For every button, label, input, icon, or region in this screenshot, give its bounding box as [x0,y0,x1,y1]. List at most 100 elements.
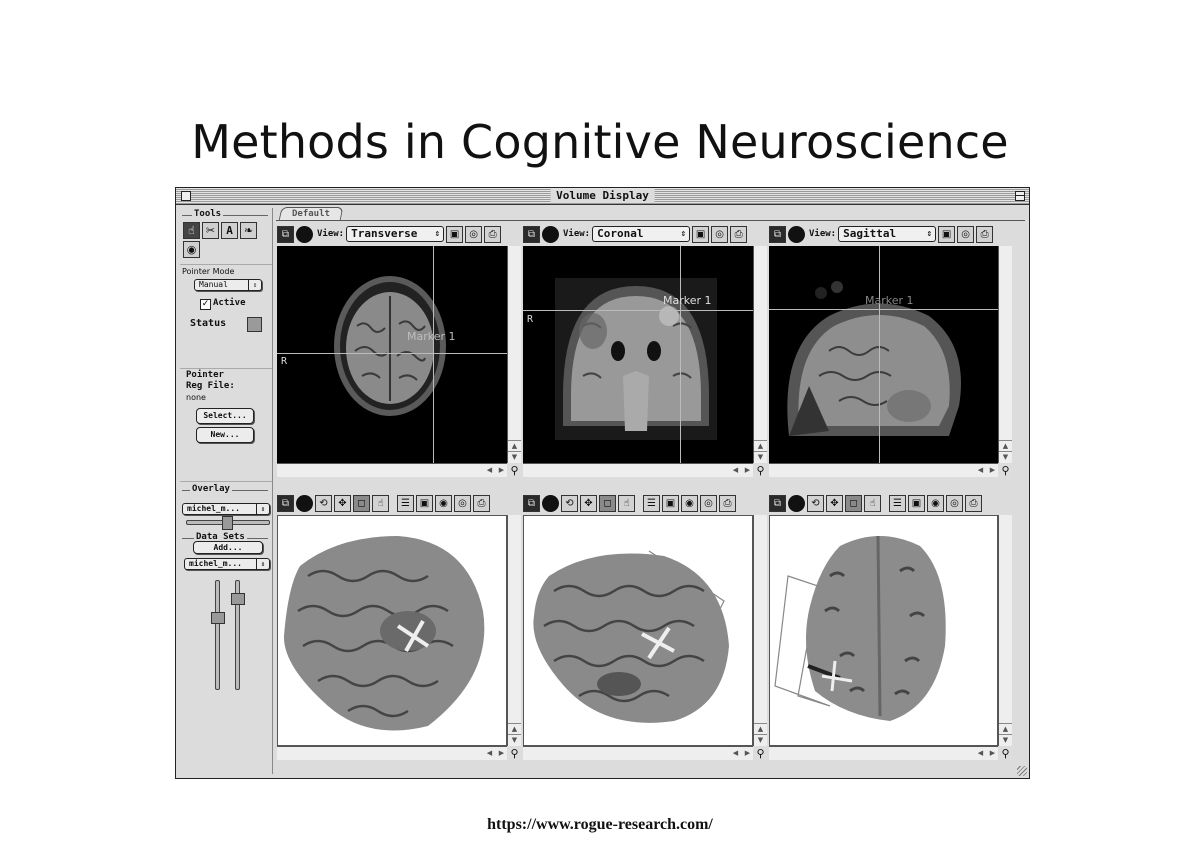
layers-camera-icon[interactable]: ⧉ [277,494,294,512]
scroll-right-arrow[interactable]: ▶ [498,466,505,474]
view-select[interactable]: Coronal⇕ [592,226,691,242]
scroll-right-arrow[interactable]: ▶ [498,749,505,757]
scroll-up-arrow[interactable]: ▲ [508,723,521,735]
magnifier-icon[interactable]: ⚲ [999,747,1012,760]
layers-camera-icon[interactable]: ⧉ [769,494,786,512]
scroll-right-arrow[interactable]: ▶ [989,749,996,757]
horizontal-scrollbar[interactable]: ◀▶ [277,463,507,477]
print-icon[interactable]: ⎙ [730,225,748,243]
vertical-scrollbar[interactable]: ▲▼ [507,515,521,746]
layers-camera-icon[interactable]: ⧉ [277,225,294,243]
scroll-left-arrow[interactable]: ◀ [486,749,493,757]
pointer-hand-tool-button[interactable]: ☝ [183,222,200,239]
resize-grip[interactable] [1017,766,1027,776]
horizontal-scrollbar[interactable]: ◀▶ [769,463,998,477]
select-button[interactable]: Select... [196,408,254,424]
view-select[interactable]: Sagittal⇕ [838,226,937,242]
color-circle-icon[interactable] [296,494,313,512]
save-disk-icon[interactable]: ▣ [662,494,679,512]
save-disk-icon[interactable]: ▣ [446,225,464,243]
print-icon[interactable]: ⎙ [473,494,490,512]
scroll-right-arrow[interactable]: ▶ [744,749,751,757]
scroll-down-arrow[interactable]: ▼ [508,734,521,746]
snapshot-icon[interactable]: ◎ [957,225,975,243]
horizontal-scrollbar[interactable]: ◀▶ [523,463,753,477]
rotate-icon[interactable]: ⟲ [315,494,332,512]
vertical-scrollbar[interactable]: ▲▼ [507,246,521,463]
color-circle-icon[interactable] [542,225,559,243]
vertical-scrollbar[interactable]: ▲▼ [753,246,767,463]
window-titlebar[interactable]: Volume Display [176,188,1029,205]
snapshot-icon[interactable]: ◎ [454,494,471,512]
list-icon[interactable]: ☰ [397,494,414,512]
color-circle-icon[interactable] [296,225,313,243]
scroll-down-arrow[interactable]: ▼ [508,451,521,463]
snapshot-icon[interactable]: ◎ [711,225,729,243]
add-data-set-button[interactable]: Add... [193,541,263,554]
layers-camera-icon[interactable]: ⧉ [769,225,786,243]
eye-icon[interactable]: ◉ [435,494,452,512]
data-set-slider-2-thumb[interactable] [231,593,245,605]
scroll-down-arrow[interactable]: ▼ [999,734,1012,746]
save-disk-icon[interactable]: ▣ [938,225,956,243]
head-target-tool-button[interactable]: ◉ [183,241,200,258]
magnifier-icon[interactable]: ⚲ [754,747,767,760]
scroll-up-arrow[interactable]: ▲ [754,440,767,452]
scroll-left-arrow[interactable]: ◀ [977,466,984,474]
color-circle-icon[interactable] [542,494,559,512]
print-icon[interactable]: ⎙ [976,225,994,243]
hand-pan-icon[interactable]: ☝ [372,494,389,512]
scroll-up-arrow[interactable]: ▲ [508,440,521,452]
vertical-scrollbar[interactable]: ▲▼ [998,515,1012,746]
brain-3d-canvas[interactable] [277,515,507,746]
scroll-up-arrow[interactable]: ▲ [999,723,1012,735]
move-arrows-icon[interactable]: ✥ [826,494,843,512]
color-circle-icon[interactable] [788,494,805,512]
magnifier-icon[interactable]: ⚲ [999,464,1012,477]
scroll-down-arrow[interactable]: ▼ [754,734,767,746]
close-box-icon[interactable] [181,191,191,201]
data-set-slider-1-thumb[interactable] [211,612,225,624]
snapshot-icon[interactable]: ◎ [946,494,963,512]
print-icon[interactable]: ⎙ [965,494,982,512]
rotate-icon[interactable]: ⟲ [561,494,578,512]
eye-icon[interactable]: ◉ [927,494,944,512]
scroll-up-arrow[interactable]: ▲ [999,440,1012,452]
mri-slice-canvas[interactable]: R Marker 1 [277,246,507,463]
brain-paint-tool-button[interactable]: ❧ [240,222,257,239]
overlay-slider-thumb[interactable] [222,516,233,530]
horizontal-scrollbar[interactable]: ◀▶ [277,746,507,760]
tab-default[interactable]: Default [278,207,344,221]
pointer-mode-select[interactable]: Manual ⇕ [194,279,262,291]
rotate-icon[interactable]: ⟲ [807,494,824,512]
scroll-right-arrow[interactable]: ▶ [744,466,751,474]
scroll-right-arrow[interactable]: ▶ [989,466,996,474]
horizontal-scrollbar[interactable]: ◀▶ [769,746,998,760]
save-disk-icon[interactable]: ▣ [692,225,710,243]
hand-pan-icon[interactable]: ☝ [864,494,881,512]
view-select[interactable]: Transverse⇕ [346,226,445,242]
scroll-left-arrow[interactable]: ◀ [486,466,493,474]
active-checkbox[interactable]: ✓ [200,299,211,310]
print-icon[interactable]: ⎙ [484,225,502,243]
data-set-select[interactable]: michel_m... ⇕ [184,558,270,570]
scroll-down-arrow[interactable]: ▼ [754,451,767,463]
square-select-icon[interactable]: ◻ [353,494,370,512]
data-set-slider-2[interactable] [235,580,240,690]
layers-camera-icon[interactable]: ⧉ [523,494,540,512]
zoom-box-icon[interactable] [1015,191,1025,201]
scroll-up-arrow[interactable]: ▲ [754,723,767,735]
vertical-scrollbar[interactable]: ▲▼ [753,515,767,746]
scroll-left-arrow[interactable]: ◀ [977,749,984,757]
overlay-select[interactable]: michel_m... ⇕ [182,503,270,515]
save-disk-icon[interactable]: ▣ [908,494,925,512]
scroll-left-arrow[interactable]: ◀ [732,749,739,757]
move-arrows-icon[interactable]: ✥ [580,494,597,512]
brain-3d-canvas[interactable] [769,515,998,746]
list-icon[interactable]: ☰ [889,494,906,512]
layers-camera-icon[interactable]: ⧉ [523,225,540,243]
mri-slice-canvas[interactable]: Marker 1 [769,246,998,463]
square-select-icon[interactable]: ◻ [845,494,862,512]
color-circle-icon[interactable] [788,225,805,243]
mri-slice-canvas[interactable]: R Marker 1 [523,246,753,463]
